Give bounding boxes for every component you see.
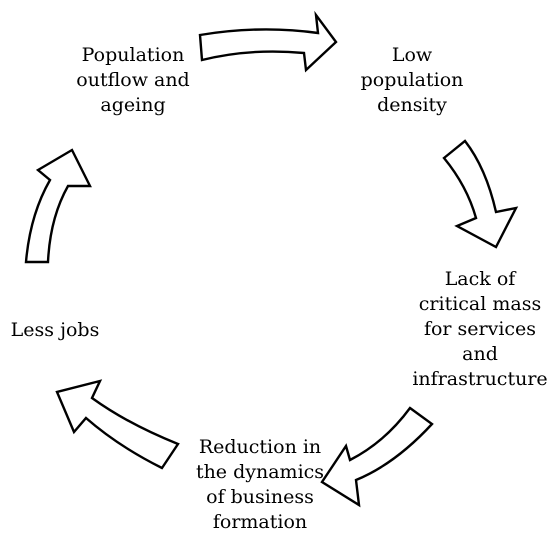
node-label-line: Low <box>391 44 433 66</box>
arrow-density-to-critical-mass <box>442 139 519 249</box>
arrow-outflow-to-density <box>198 10 338 73</box>
node-label-line: outflow and <box>76 69 190 91</box>
node-label-line: density <box>377 94 447 116</box>
node-reduction-business-formation: Reduction in the dynamics of business forma… <box>185 435 335 535</box>
node-label-line: formation <box>212 511 308 533</box>
node-label-line: Less jobs <box>10 319 100 341</box>
node-label-line: the dynamics <box>195 461 325 483</box>
node-population-outflow-ageing: Population outflow and ageing <box>68 43 198 118</box>
arrow-less-jobs-to-outflow <box>24 148 92 264</box>
node-label-line: Lack of <box>444 268 516 290</box>
arrow-critical-mass-to-business <box>320 406 434 508</box>
node-lack-of-critical-mass: Lack of critical mass for services and infra… <box>410 267 550 392</box>
node-less-jobs: Less jobs <box>5 318 105 343</box>
node-label-line: critical mass <box>418 293 542 315</box>
node-label-line: and <box>462 343 498 365</box>
node-label-line: Population <box>81 44 185 66</box>
node-label-line: population <box>360 69 464 91</box>
node-label-line: infrastructure <box>412 368 548 390</box>
node-label-line: Reduction in <box>198 436 322 458</box>
arrow-business-to-less-jobs <box>55 379 180 470</box>
node-label-line: for services <box>423 318 537 340</box>
node-label-line: of business <box>206 486 314 508</box>
node-label-line: ageing <box>100 94 166 116</box>
node-low-population-density: Low population density <box>357 43 467 118</box>
